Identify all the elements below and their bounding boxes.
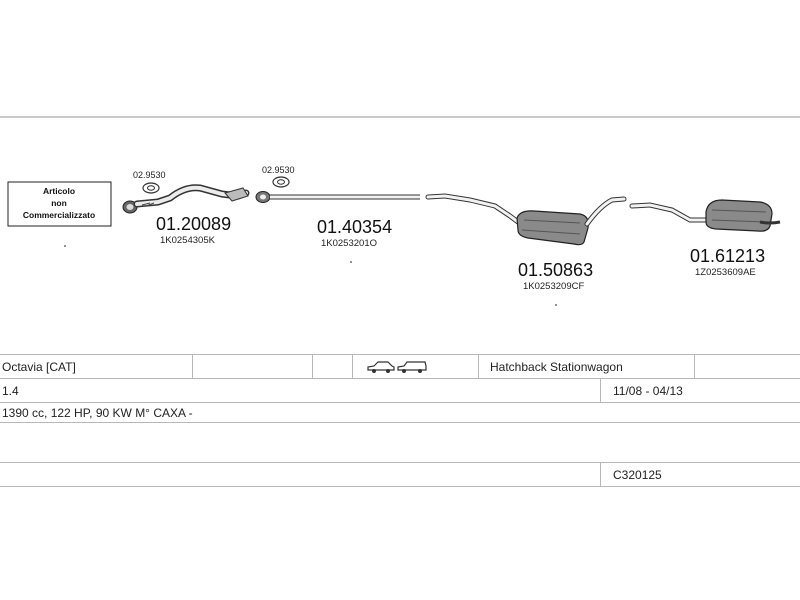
table-row-spec: 1390 cc, 122 HP, 90 KW M° CAXA - (0, 402, 800, 423)
stationwagon-car-icon (397, 361, 427, 373)
table-row-empty (0, 422, 800, 463)
body-type-icons (364, 355, 444, 379)
table-bottom-border (0, 486, 800, 488)
table-row-model: Octavia [CAT] Hatchback Stationwagon (0, 354, 800, 379)
table-row-engine: 1.4 11/08 - 04/13 (0, 378, 800, 403)
gasket-1-number: 02.9530 (133, 170, 166, 180)
top-border (0, 116, 800, 118)
engine-size: 1.4 (2, 384, 19, 398)
engine-spec: 1390 cc, 122 HP, 90 KW M° CAXA - (2, 406, 193, 420)
middle-pipe-oem: 1K0253201O (321, 238, 377, 249)
system-code: C320125 (613, 468, 662, 482)
gasket-1[interactable]: 02.9530 (133, 170, 166, 194)
notice-line-1: Articolo (43, 186, 75, 196)
hatchback-car-icon (367, 361, 395, 373)
gasket-2-number: 02.9530 (262, 165, 295, 175)
middle-pipe-number: 01.40354 (317, 217, 392, 237)
gasket-2[interactable]: 02.9530 (262, 165, 295, 188)
rear-silencer-oem: 1Z0253609AE (695, 267, 756, 278)
front-pipe-number: 01.20089 (156, 214, 231, 234)
front-pipe-oem: 1K0254305K (160, 235, 216, 246)
front-pipe[interactable]: 01.20089 1K0254305K (122, 184, 250, 246)
notice-line-3: Commercializzato (23, 210, 95, 220)
not-available-notice: Articolo non Commercializzato (7, 181, 112, 247)
body-types: Hatchback Stationwagon (490, 360, 623, 374)
middle-pipe[interactable]: 01.40354 1K0253201O (255, 191, 420, 263)
middle-silencer[interactable]: 01.50863 1K0253209CF (425, 193, 627, 306)
vehicle-model: Octavia [CAT] (2, 360, 76, 374)
notice-line-2: non (51, 198, 67, 208)
exhaust-system-diagram: Articolo non Commercializzato 02.9530 01… (7, 165, 781, 306)
table-row-code: C320125 (0, 462, 800, 487)
middle-silencer-number: 01.50863 (518, 260, 593, 280)
rear-silencer[interactable]: 01.61213 1Z0253609AE (629, 199, 781, 278)
production-dates: 11/08 - 04/13 (613, 384, 683, 398)
rear-silencer-number: 01.61213 (690, 246, 765, 266)
middle-silencer-oem: 1K0253209CF (523, 281, 584, 292)
